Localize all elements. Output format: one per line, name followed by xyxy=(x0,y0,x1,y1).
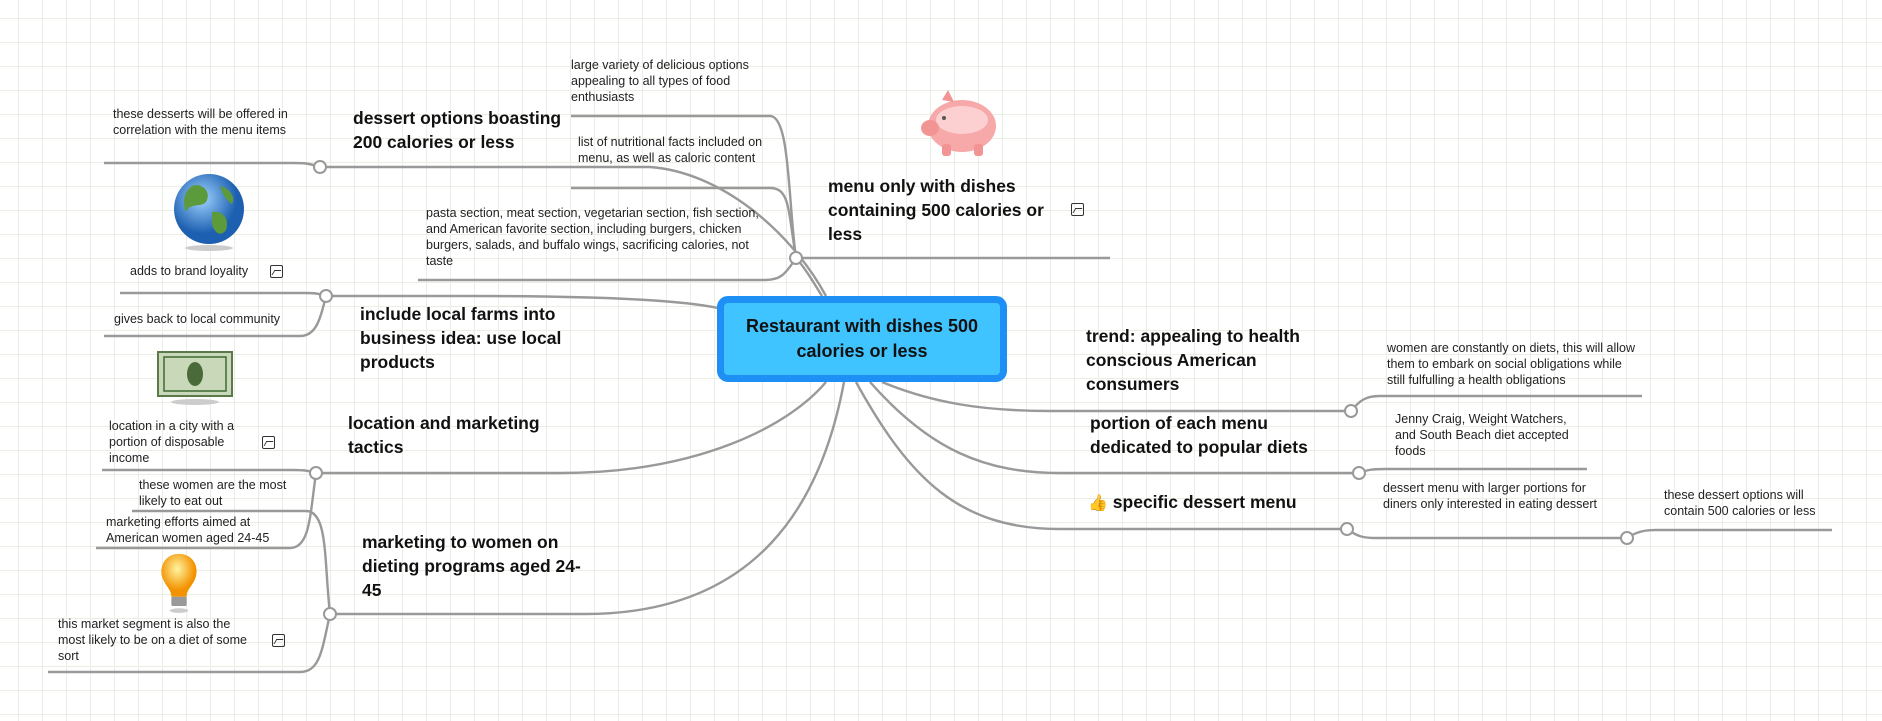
connector xyxy=(120,291,327,298)
connector xyxy=(1346,528,1627,540)
connector xyxy=(104,161,321,169)
subtopic[interactable]: dessert menu with larger portions for di… xyxy=(1383,481,1598,511)
collapse-toggle[interactable] xyxy=(323,607,337,621)
subtopic[interactable]: location in a city with a portion of dis… xyxy=(109,419,235,465)
connector xyxy=(854,381,1347,531)
subtopic[interactable]: large variety of delicious options appea… xyxy=(571,58,749,104)
collapse-toggle[interactable] xyxy=(319,289,333,303)
connector xyxy=(104,295,328,338)
image-icon[interactable] xyxy=(262,436,275,449)
subtopic[interactable]: marketing efforts aimed at American wome… xyxy=(106,515,270,545)
collapse-toggle[interactable] xyxy=(1340,522,1354,536)
subtopic[interactable]: Jenny Craig, Weight Watchers, and South … xyxy=(1395,412,1569,458)
collapse-toggle[interactable] xyxy=(789,251,803,265)
collapse-toggle[interactable] xyxy=(1352,466,1366,480)
subtopic[interactable]: these dessert options will contain 500 c… xyxy=(1664,488,1816,518)
subtopic[interactable]: pasta section, meat section, vegetarian … xyxy=(426,206,759,268)
topic-trend[interactable]: trend: appealing to health conscious Ame… xyxy=(1086,326,1300,394)
image-icon[interactable] xyxy=(272,634,285,647)
topic-dessert-options[interactable]: dessert options boasting 200 calories or… xyxy=(353,108,562,152)
connector xyxy=(132,509,332,615)
subtopic[interactable]: gives back to local community xyxy=(114,312,281,326)
connector xyxy=(316,381,827,475)
connector xyxy=(330,381,846,616)
collapse-toggle[interactable] xyxy=(313,160,327,174)
topic-label: specific dessert menu xyxy=(1112,492,1297,512)
connector xyxy=(571,186,798,259)
subtopic[interactable]: these women are the most likely to eat o… xyxy=(139,478,287,508)
connector xyxy=(869,381,1359,475)
topic-portion[interactable]: portion of each menu dedicated to popula… xyxy=(1090,413,1308,457)
connector xyxy=(320,165,828,297)
piggy-bank-image xyxy=(921,90,996,156)
dollar-bill-image xyxy=(157,351,233,405)
collapse-toggle[interactable] xyxy=(1344,404,1358,418)
topic-marketing-women[interactable]: marketing to women on dieting programs a… xyxy=(362,532,581,600)
connector xyxy=(1350,394,1642,412)
collapse-toggle[interactable] xyxy=(309,466,323,480)
connector xyxy=(102,468,317,475)
globe-image xyxy=(174,174,244,251)
subtopic[interactable]: these desserts will be offered in correl… xyxy=(113,107,288,137)
connector xyxy=(1358,467,1587,475)
image-icon[interactable] xyxy=(270,265,283,278)
connector xyxy=(48,613,332,674)
subtopic[interactable]: this market segment is also the most lik… xyxy=(58,617,247,663)
subtopic[interactable]: list of nutritional facts included on me… xyxy=(578,135,763,165)
topic-local-farms[interactable]: include local farms into business idea: … xyxy=(360,304,562,372)
central-topic-label: Restaurant with dishes 500 calories or l… xyxy=(745,316,979,361)
image-icon[interactable] xyxy=(1071,203,1084,216)
thumbs-up-icon: 👍 xyxy=(1088,495,1108,512)
subtopic[interactable]: women are constantly on diets, this will… xyxy=(1387,341,1636,387)
subtopic[interactable]: adds to brand loyality xyxy=(130,264,249,278)
connector xyxy=(326,294,719,310)
lightbulb-image xyxy=(161,553,197,613)
connector xyxy=(1626,528,1832,540)
connector xyxy=(881,380,1351,413)
topic-location[interactable]: location and marketing tactics xyxy=(348,413,540,457)
topic-specific-dessert[interactable]: 👍 specific dessert menu xyxy=(1088,490,1338,516)
connector xyxy=(96,472,318,550)
topic-menu[interactable]: menu only with dishes containing 500 cal… xyxy=(828,176,1044,244)
central-topic[interactable]: Restaurant with dishes 500 calories or l… xyxy=(717,296,1007,382)
collapse-toggle[interactable] xyxy=(1620,531,1634,545)
